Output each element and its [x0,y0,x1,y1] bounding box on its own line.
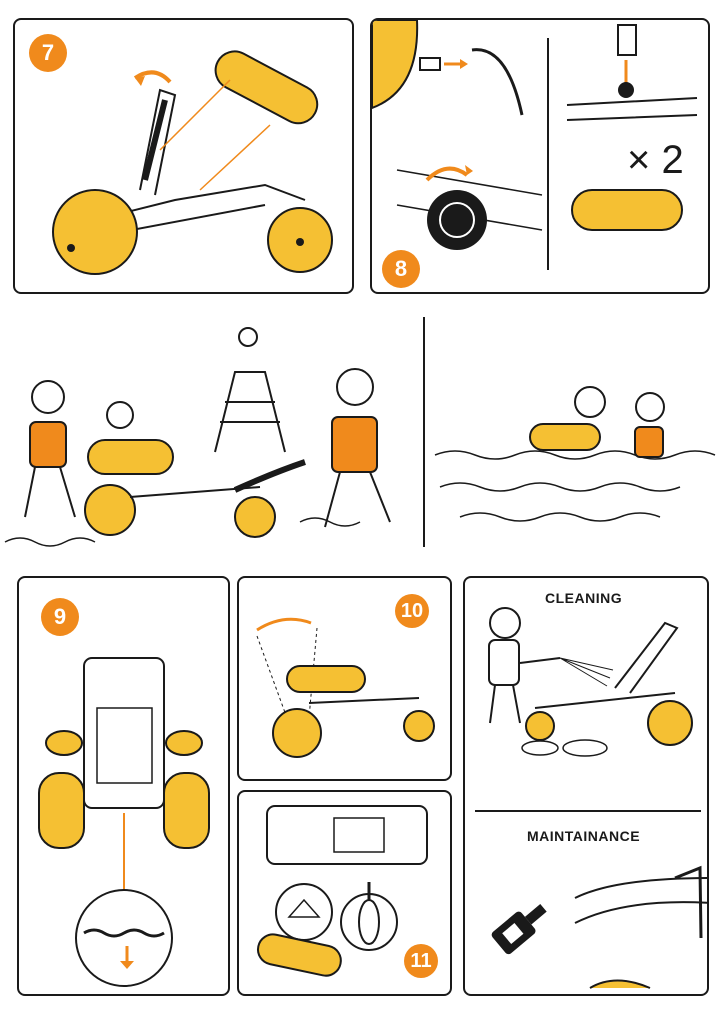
panel-step-10: 10 [237,576,452,781]
panel-step-8: 8 × 2 [370,18,710,294]
recline-illustration [256,617,435,758]
multiplier-label: × 2 [627,138,684,182]
panel-step-7: 7 [13,18,354,294]
oil-bottle-icon [491,903,547,955]
float-icon [571,189,683,231]
float-icon [214,50,319,125]
step-badge-8: 8 [382,250,420,288]
knob-icon [427,190,487,250]
rear-view-chain-illustration [38,657,210,987]
wheelchair-with-float-illustration [52,50,333,275]
beach-scene [0,312,722,552]
panel-step-9: 9 [17,576,230,996]
cleaning-maintenance-illustration [475,607,707,989]
beach-scene-illustration [4,317,716,547]
step-badge-10: 10 [395,594,429,628]
panel-step-11: 11 [237,790,452,996]
step-badge-9: 9 [41,598,79,636]
float-fastening-illustration [372,20,698,270]
step-badge-7: 7 [29,34,67,72]
panel-cleaning-maintenance: CLEANING MAINTAINANCE [463,576,709,996]
rear-wheel-icon [52,189,138,275]
cleaning-title: CLEANING [545,590,623,606]
maintenance-title: MAINTAINANCE [527,828,641,844]
folded-chair-illustration [257,805,428,977]
step-badge-11: 11 [404,944,438,978]
chain-detail-icon [75,889,173,987]
